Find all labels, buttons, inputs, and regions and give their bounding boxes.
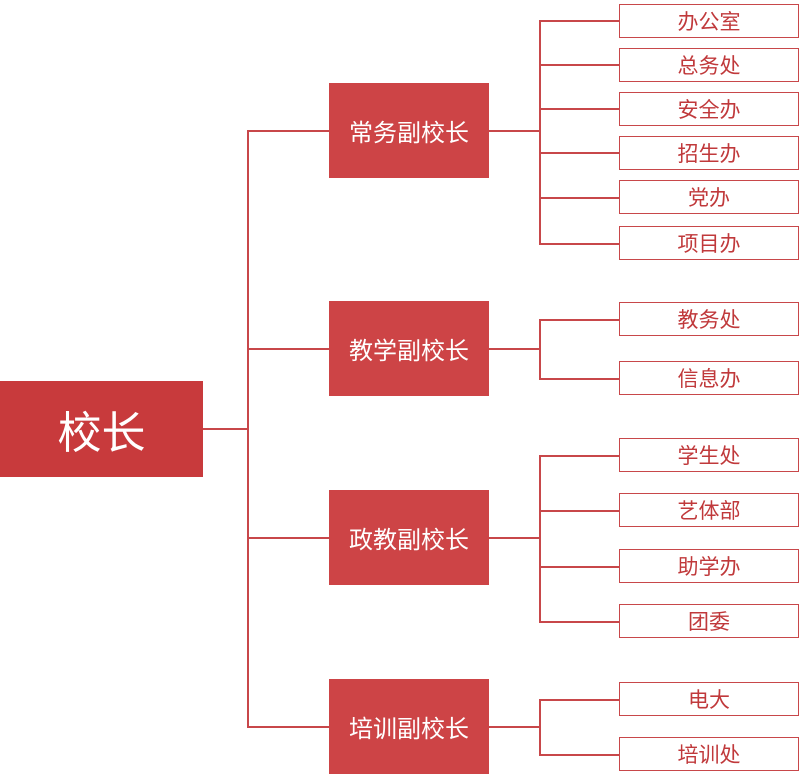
root-node: 校长 [0,381,203,477]
connector-root-out [203,428,248,430]
connector-dept-3-4 [539,621,620,623]
vp-label: 常务副校长 [349,119,469,147]
dept-label: 党办 [688,186,730,210]
root-label: 校长 [57,408,146,459]
vp-label: 教学副校长 [349,337,469,365]
dept-node: 艺体部 [619,493,799,527]
dept-node: 培训处 [619,737,799,771]
dept-node: 招生办 [619,136,799,170]
connector-dept-3-2 [539,510,620,512]
dept-label: 艺体部 [677,499,741,523]
connector-vp-3-in [247,537,329,539]
dept-label: 团委 [688,610,730,634]
dept-node: 安全办 [619,92,799,126]
connector-vp-1-spine [539,20,541,244]
dept-label: 学生处 [677,444,741,468]
dept-label: 办公室 [677,10,741,34]
vp-label: 政教副校长 [349,526,469,554]
dept-label: 招生办 [677,142,741,166]
connector-vp-2-in [247,348,329,350]
dept-label: 电大 [688,688,730,712]
connector-vp-spine [247,130,249,728]
connector-vp-4-in [247,726,329,728]
connector-dept-1-4 [539,152,620,154]
dept-node: 电大 [619,682,799,716]
connector-vp-3-spine [539,455,541,623]
connector-dept-1-1 [539,20,620,22]
dept-label: 信息办 [677,367,741,391]
connector-vp-1-out [488,130,540,132]
dept-label: 教务处 [677,308,741,332]
dept-label: 安全办 [677,98,741,122]
connector-dept-4-2 [539,754,620,756]
connector-dept-4-1 [539,699,620,701]
connector-dept-1-2 [539,64,620,66]
connector-dept-3-1 [539,455,620,457]
connector-vp-3-out [488,537,540,539]
dept-node: 教务处 [619,302,799,336]
vp-label: 培训副校长 [349,715,469,743]
connector-vp-4-spine [539,699,541,755]
connector-dept-1-5 [539,197,620,199]
connector-dept-1-6 [539,243,620,245]
dept-node: 团委 [619,604,799,638]
connector-dept-1-3 [539,108,620,110]
connector-dept-2-1 [539,319,620,321]
vp-node-1: 常务副校长 [329,83,489,178]
dept-node: 信息办 [619,361,799,395]
dept-node: 党办 [619,180,799,214]
dept-label: 助学办 [677,555,741,579]
dept-node: 助学办 [619,549,799,583]
connector-vp-2-out [488,348,540,350]
connector-vp-1-in [247,130,329,132]
vp-node-3: 政教副校长 [329,490,489,585]
dept-label: 培训处 [677,743,741,767]
connector-vp-2-spine [539,319,541,379]
dept-label: 项目办 [677,232,741,256]
connector-vp-4-out [488,726,540,728]
dept-node: 学生处 [619,438,799,472]
dept-node: 项目办 [619,226,799,260]
vp-node-4: 培训副校长 [329,679,489,774]
dept-label: 总务处 [677,54,741,78]
dept-node: 总务处 [619,48,799,82]
vp-node-2: 教学副校长 [329,301,489,396]
dept-node: 办公室 [619,4,799,38]
connector-dept-3-3 [539,566,620,568]
connector-dept-2-2 [539,378,620,380]
